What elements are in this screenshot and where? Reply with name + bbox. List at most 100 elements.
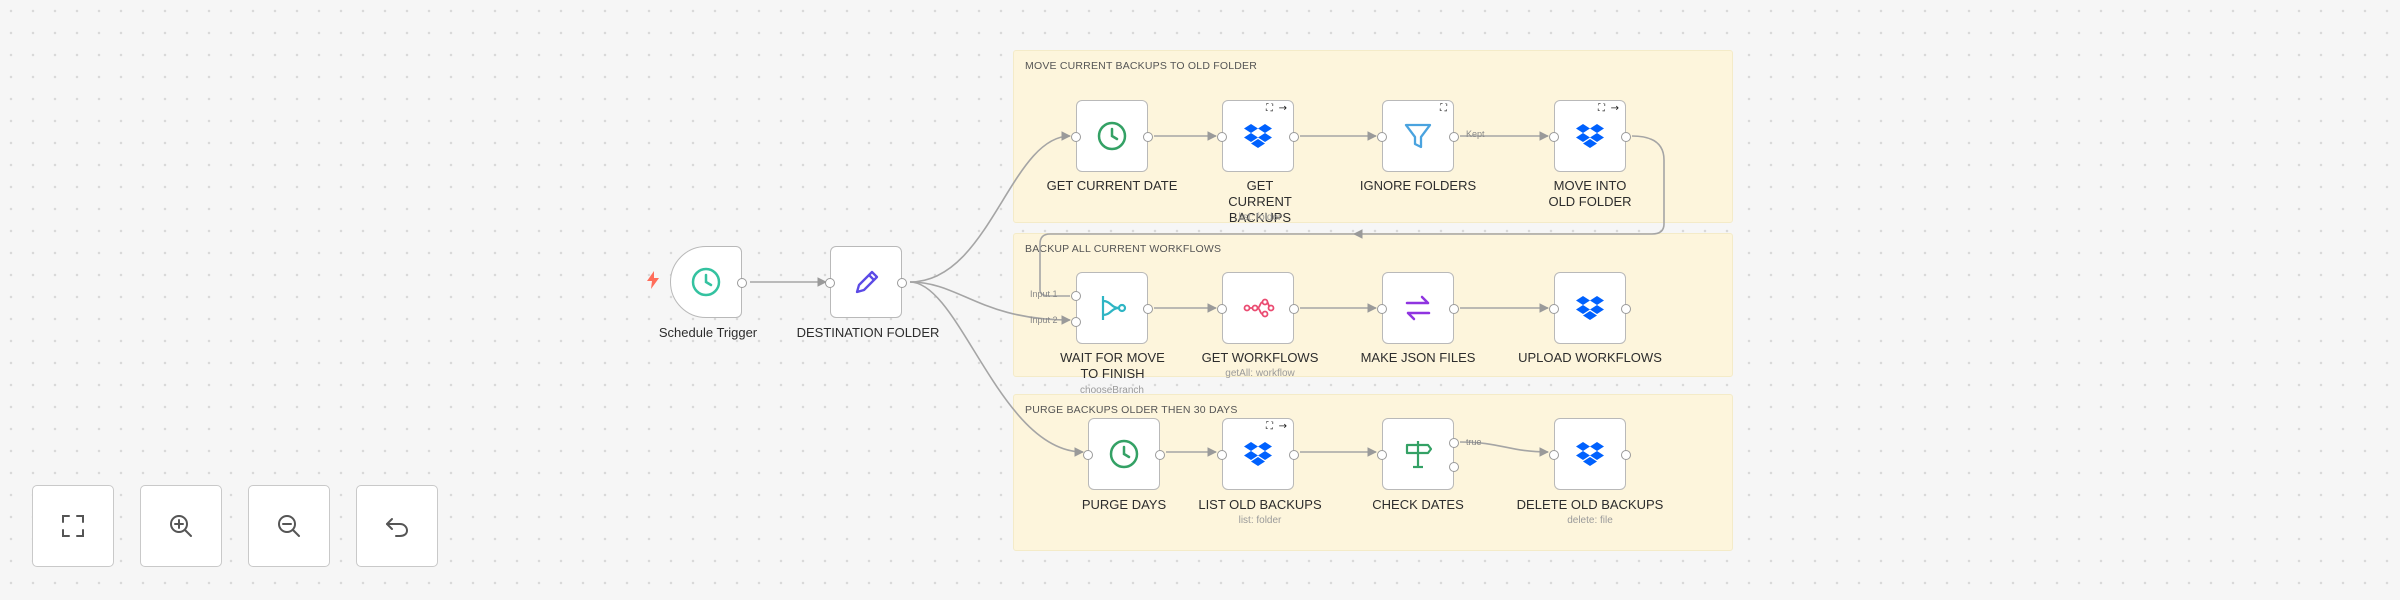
- zoom-out-icon: [278, 515, 300, 537]
- input-handle[interactable]: [1377, 132, 1387, 142]
- node-label: CHECK DATES: [1372, 497, 1464, 512]
- zoom-in-button[interactable]: [140, 485, 222, 567]
- input-handle-2[interactable]: [1071, 317, 1081, 327]
- filter-icon: [1404, 123, 1432, 149]
- undo-icon: [386, 518, 408, 537]
- signpost-icon: [1405, 441, 1433, 469]
- node-check-dates[interactable]: [1377, 418, 1459, 490]
- node-label: MOVE INTO OLD FOLDER: [1548, 178, 1632, 209]
- input-handle[interactable]: [825, 278, 835, 288]
- output-handle[interactable]: [1621, 304, 1631, 314]
- edge-label-kept: Kept: [1466, 129, 1485, 139]
- trigger-bolt-icon: [646, 271, 660, 294]
- dropbox-icon: [1244, 124, 1272, 148]
- input-handle[interactable]: [1549, 132, 1559, 142]
- input-handle[interactable]: [1377, 304, 1387, 314]
- node-move-into-old-folder[interactable]: ⛶ →: [1549, 100, 1631, 172]
- node-label: IGNORE FOLDERS: [1359, 178, 1477, 193]
- node-get-current-date[interactable]: [1071, 100, 1153, 172]
- load-more-badge-icon: ⛶: [1266, 103, 1273, 114]
- node-make-json-files[interactable]: [1377, 272, 1459, 344]
- node-label: PURGE DAYS: [1081, 497, 1167, 512]
- node-schedule-trigger[interactable]: [670, 246, 747, 318]
- output-handle-false[interactable]: [1449, 462, 1459, 472]
- input-handle[interactable]: [1549, 304, 1559, 314]
- edge-label-true: true: [1466, 437, 1482, 447]
- node-destination-folder[interactable]: [825, 246, 907, 318]
- output-handle[interactable]: [1621, 450, 1631, 460]
- node-get-current-backups[interactable]: ⛶ →: [1217, 100, 1299, 172]
- fit-view-button[interactable]: [32, 485, 114, 567]
- node-list-old-backups[interactable]: ⛶ →: [1217, 418, 1299, 490]
- dropbox-icon: [1576, 124, 1604, 148]
- node-label: Schedule Trigger: [658, 325, 758, 340]
- sticky-note-title: BACKUP ALL CURRENT WORKFLOWS: [1025, 243, 1222, 255]
- zoom-in-icon: [170, 515, 192, 537]
- node-label: DELETE OLD BACKUPS: [1516, 497, 1664, 512]
- edge-label-input-2: Input 2: [1030, 315, 1058, 325]
- input-handle[interactable]: [1071, 132, 1081, 142]
- node-label: GET CURRENT BACKUPS: [1228, 178, 1292, 225]
- node-sublabel: getAll: workflow: [1225, 368, 1295, 379]
- node-sublabel: list: folder: [1238, 212, 1282, 223]
- output-handle[interactable]: [1289, 450, 1299, 460]
- output-handle[interactable]: [1449, 304, 1459, 314]
- output-handle[interactable]: [737, 278, 747, 288]
- input-handle[interactable]: [1377, 450, 1387, 460]
- output-handle[interactable]: [1289, 304, 1299, 314]
- node-upload-workflows[interactable]: [1549, 272, 1631, 344]
- merge-icon: [1101, 296, 1127, 320]
- sticky-note-title: PURGE BACKUPS OLDER THEN 30 DAYS: [1025, 404, 1238, 416]
- load-more-badge-icon: ⛶: [1598, 103, 1605, 114]
- zoom-out-button[interactable]: [248, 485, 330, 567]
- load-more-badge-icon: ⛶: [1440, 103, 1447, 114]
- node-sublabel: delete: file: [1567, 515, 1613, 526]
- node-label: GET WORKFLOWS: [1201, 350, 1319, 365]
- input-handle[interactable]: [1083, 450, 1093, 460]
- output-handle[interactable]: [1621, 132, 1631, 142]
- edge-label-input-1: Input 1: [1030, 289, 1058, 299]
- convert-icon: [1405, 295, 1431, 321]
- node-label: GET CURRENT DATE: [1046, 178, 1178, 193]
- arrow-out-badge-icon: →: [1278, 421, 1287, 432]
- node-wait-for-move-to-finish[interactable]: [1071, 272, 1153, 344]
- node-sublabel: list: folder: [1238, 515, 1282, 526]
- node-get-workflows[interactable]: [1217, 272, 1299, 344]
- node-ignore-folders[interactable]: ⛶: [1377, 100, 1459, 172]
- input-handle-1[interactable]: [1071, 291, 1081, 301]
- sticky-note-title: MOVE CURRENT BACKUPS TO OLD FOLDER: [1025, 60, 1258, 72]
- clock-icon: [1109, 439, 1139, 469]
- node-sublabel: chooseBranch: [1080, 385, 1144, 396]
- arrow-out-badge-icon: →: [1278, 103, 1287, 114]
- node-delete-old-backups[interactable]: [1549, 418, 1631, 490]
- undo-button[interactable]: [356, 485, 438, 567]
- input-handle[interactable]: [1217, 450, 1227, 460]
- clock-icon: [1097, 121, 1127, 151]
- dropbox-icon: [1576, 296, 1604, 320]
- node-label: LIST OLD BACKUPS: [1198, 497, 1322, 512]
- input-handle[interactable]: [1217, 304, 1227, 314]
- node-label: WAIT FOR MOVE TO FINISH: [1060, 350, 1165, 381]
- node-label: DESTINATION FOLDER: [796, 325, 940, 340]
- output-handle[interactable]: [1143, 304, 1153, 314]
- n8n-icon: [1243, 298, 1275, 318]
- dropbox-icon: [1244, 442, 1272, 466]
- input-handle[interactable]: [1217, 132, 1227, 142]
- clock-icon: [691, 267, 721, 297]
- arrow-out-badge-icon: →: [1610, 103, 1619, 114]
- output-handle[interactable]: [1289, 132, 1299, 142]
- output-handle[interactable]: [1449, 132, 1459, 142]
- output-handle[interactable]: [897, 278, 907, 288]
- node-purge-days[interactable]: [1083, 418, 1165, 490]
- load-more-badge-icon: ⛶: [1266, 421, 1273, 432]
- input-handle[interactable]: [1549, 450, 1559, 460]
- output-handle[interactable]: [1155, 450, 1165, 460]
- node-label: MAKE JSON FILES: [1360, 350, 1476, 365]
- node-label: UPLOAD WORKFLOWS: [1518, 350, 1662, 365]
- output-handle-true[interactable]: [1449, 438, 1459, 448]
- dropbox-icon: [1576, 442, 1604, 466]
- pencil-icon: [855, 270, 879, 294]
- fit-view-icon: [62, 515, 84, 537]
- output-handle[interactable]: [1143, 132, 1153, 142]
